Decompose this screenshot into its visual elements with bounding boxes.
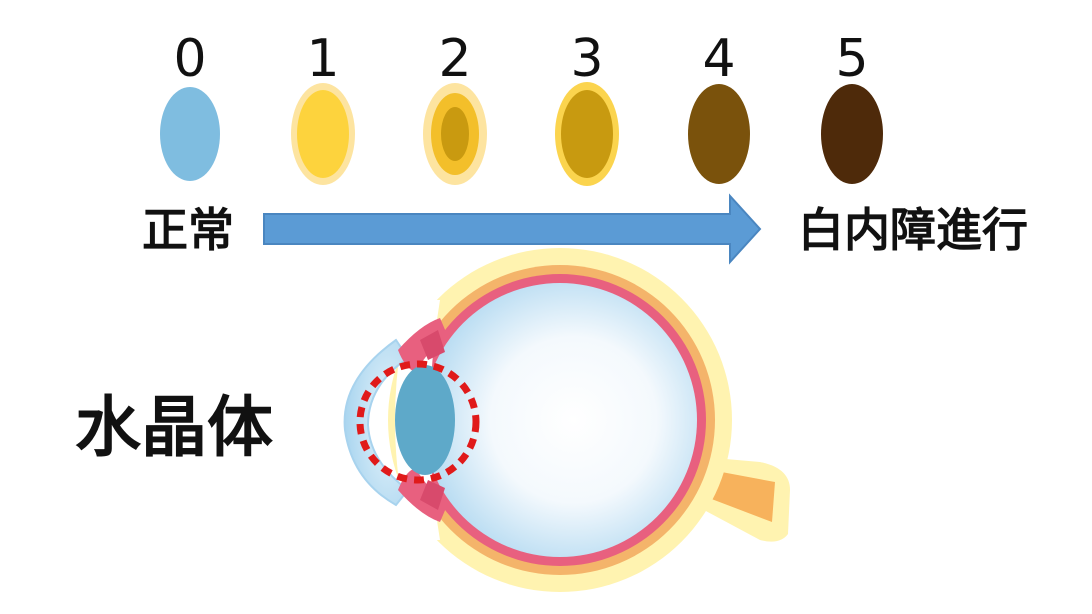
grade-item-4: 4 — [688, 29, 750, 184]
grade-item-1: 1 — [291, 29, 355, 185]
grade-number: 2 — [438, 29, 471, 89]
grade-number: 4 — [702, 29, 735, 89]
lens-grade-core — [561, 90, 613, 178]
lens-grade-core — [441, 107, 469, 161]
grade-number: 0 — [173, 29, 206, 89]
grade-item-3: 3 — [555, 29, 619, 186]
grade-number: 3 — [570, 29, 603, 89]
grade-number: 1 — [306, 29, 339, 89]
cornea — [343, 338, 410, 507]
lens-grade-icon — [160, 87, 220, 181]
grade-item-2: 2 — [423, 29, 487, 185]
ciliary-upper — [420, 330, 445, 360]
progression: 正常 白内障進行 — [142, 193, 1028, 265]
normal-label: 正常 — [142, 203, 234, 257]
ciliary-lower — [420, 480, 445, 510]
lens-grade-icon — [688, 84, 750, 184]
lens-grade-icon — [821, 84, 883, 184]
grade-number: 5 — [835, 29, 868, 89]
lens-highlight-circle — [356, 360, 480, 484]
grade-item-0: 0 — [160, 29, 220, 181]
cataract-progress-label: 白内障進行 — [798, 203, 1028, 257]
grade-scale: 0 1 2 3 4 5 — [160, 29, 883, 186]
progression-arrow — [263, 193, 762, 265]
vitreous-body — [423, 283, 697, 557]
lens-grade-core — [297, 90, 349, 178]
lens-label: 水晶体 — [75, 389, 273, 466]
eye-illustration: 水晶体 — [75, 248, 790, 592]
grade-item-5: 5 — [821, 29, 883, 184]
lens — [395, 365, 455, 475]
